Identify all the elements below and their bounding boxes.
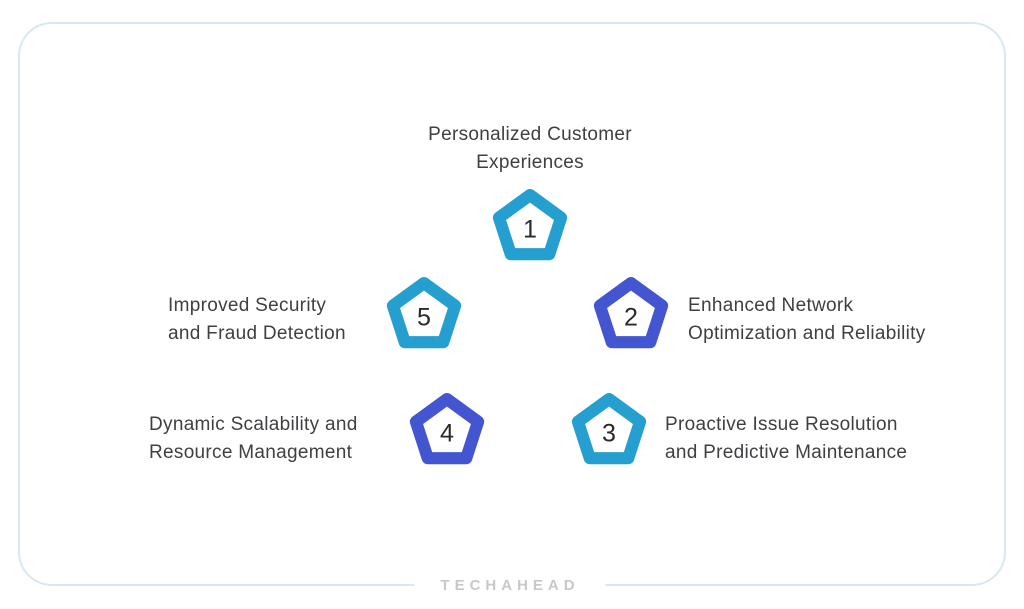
- label-item-3-line1: Proactive Issue Resolution: [665, 414, 898, 435]
- pentagon-1-icon: 1: [492, 189, 568, 261]
- label-item-2: Enhanced Network Optimization and Reliab…: [688, 292, 926, 347]
- label-item-2-line1: Enhanced Network: [688, 295, 854, 316]
- label-item-4-line2: Resource Management: [149, 441, 353, 463]
- pentagon-2-number: 2: [624, 304, 638, 332]
- pentagon-5-number: 5: [417, 304, 431, 332]
- pentagon-3-icon: 3: [571, 393, 647, 465]
- pentagon-4-number: 4: [440, 420, 454, 448]
- pentagon-4-icon: 4: [409, 393, 485, 465]
- label-item-5: Improved Security and Fraud Detection: [168, 292, 346, 347]
- label-item-3: Proactive Issue Resolution and Predictiv…: [665, 411, 907, 466]
- pentagon-2-icon: 2: [593, 277, 669, 349]
- label-item-3-line2: and Predictive Maintenance: [665, 441, 908, 463]
- card-frame: Personalized Customer Experiences 1 Impr…: [18, 22, 1006, 586]
- techahead-logo: TECHAHEAD: [414, 576, 606, 596]
- pentagon-2-shape: [593, 277, 669, 349]
- label-item-5-line2: and Fraud Detection: [168, 322, 346, 344]
- label-item-4: Dynamic Scalability and Resource Managem…: [149, 411, 358, 466]
- label-item-5-line1: Improved Security: [168, 295, 327, 316]
- pentagon-5-shape: [386, 277, 462, 349]
- pentagon-1-shape: [492, 189, 568, 261]
- label-item-2-line2: Optimization and Reliability: [688, 322, 926, 344]
- label-item-1-line1: Personalized Customer: [428, 124, 632, 145]
- label-item-1-line2: Experiences: [476, 151, 584, 173]
- pentagon-5-icon: 5: [386, 277, 462, 349]
- label-item-4-line1: Dynamic Scalability and: [149, 414, 358, 435]
- label-item-1: Personalized Customer Experiences: [332, 121, 728, 176]
- pentagon-3-shape: [571, 393, 647, 465]
- pentagon-3-number: 3: [602, 420, 616, 448]
- pentagon-1-number: 1: [523, 216, 537, 244]
- pentagon-4-shape: [409, 393, 485, 465]
